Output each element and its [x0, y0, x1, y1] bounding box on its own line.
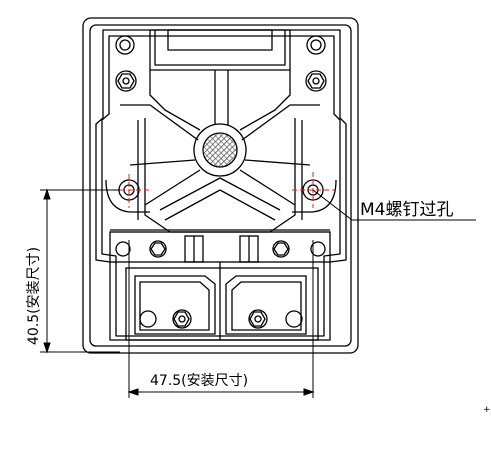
top-slot	[167, 29, 273, 51]
housing-outline	[82, 17, 359, 354]
lower-left-screw	[172, 309, 192, 329]
rib-right-mid	[244, 159, 311, 166]
lower-block-left	[134, 275, 216, 335]
lower-left-screw-core	[178, 315, 186, 323]
rib-right-lower	[239, 169, 296, 206]
right-mount-arc	[292, 179, 337, 213]
width-arrow-left	[127, 388, 139, 396]
width-arrow-right	[303, 388, 315, 396]
height-dimension-label: 40.5(安装尺寸)	[26, 247, 42, 345]
lower-blocks	[125, 262, 319, 341]
rib-lower-v-inner	[164, 189, 276, 221]
lower-blocks-frame	[125, 267, 319, 341]
upper-right-screw-core	[312, 77, 320, 85]
corner-mark: +	[483, 405, 491, 415]
width-dimension	[127, 240, 315, 398]
rib-left-diag	[120, 104, 199, 141]
top-right-hole-inner	[310, 39, 322, 51]
terminal-left-nut	[150, 242, 166, 256]
terminal-row-frame	[109, 231, 331, 263]
width-dimension-label: 47.5(安装尺寸)	[150, 373, 248, 389]
upper-left-screw	[115, 70, 137, 92]
terminal-right-nut	[273, 242, 289, 256]
rib-left-mid	[129, 159, 196, 166]
rib-upper-left	[149, 70, 201, 131]
inner-frame	[95, 29, 347, 341]
terminal-right-screw	[272, 240, 290, 258]
upper-left-screw-core	[122, 77, 130, 85]
rib-upper-right	[239, 70, 291, 131]
height-arrow-bottom	[43, 342, 51, 354]
hole-callout-label: M4螺钉过孔	[360, 200, 453, 220]
rib-right-diag	[241, 104, 320, 141]
center-knob-crosshatch	[203, 133, 237, 167]
lower-left-hole	[139, 310, 157, 328]
height-dimension	[40, 188, 120, 354]
callout-leader-line	[312, 189, 353, 221]
rib-left-lower	[144, 169, 201, 206]
terminal-right-hole	[310, 241, 326, 257]
center-knob-ring	[193, 123, 247, 177]
lower-right-screw	[248, 309, 268, 329]
top-left-hole	[115, 35, 135, 55]
upper-left-nut	[117, 73, 135, 89]
lower-right-hole	[285, 310, 303, 328]
terminal-left-screw	[149, 240, 167, 258]
top-channel-inner	[154, 30, 286, 66]
center-knob	[193, 123, 247, 177]
rib-lower-v	[159, 177, 281, 211]
top-left-hole-inner	[119, 39, 131, 51]
lower-right-screw-core	[254, 315, 262, 323]
hole-callout-leader	[312, 189, 476, 221]
housing-body	[82, 17, 359, 354]
inner-frame-rim	[101, 35, 341, 337]
housing-inner-outline	[89, 24, 352, 347]
upper-right-screw	[305, 70, 327, 92]
left-mount-arc	[105, 179, 150, 213]
lower-left-nut	[173, 311, 190, 327]
lower-block-right	[225, 275, 307, 335]
height-arrow-top	[43, 188, 51, 200]
lower-right-nut	[249, 311, 266, 327]
terminal-row	[109, 231, 331, 263]
mount-hole-left	[112, 174, 150, 208]
terminal-left-hole	[115, 241, 131, 257]
top-right-hole	[306, 35, 326, 55]
upper-right-nut	[307, 73, 325, 89]
